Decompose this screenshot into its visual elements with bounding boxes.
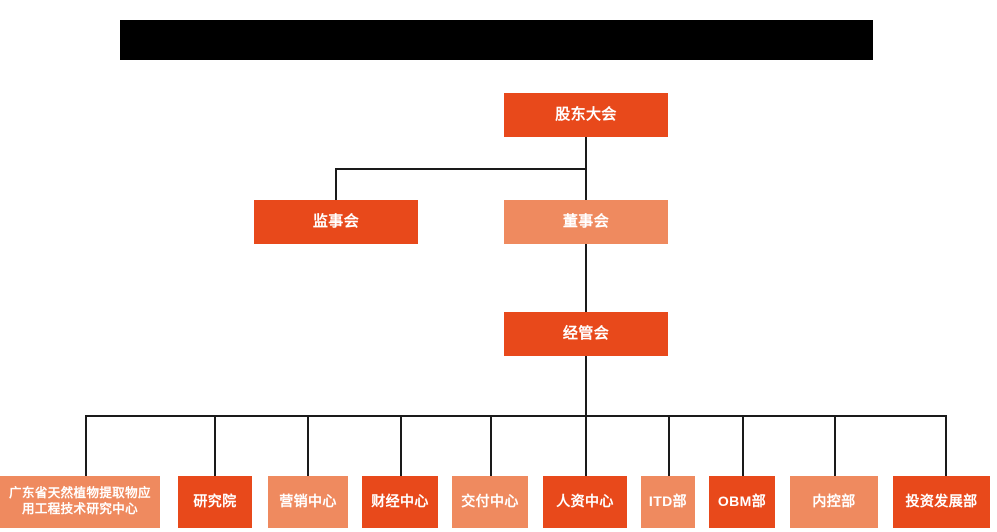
connector-drop-dept-8: [742, 415, 744, 476]
connector-drop-dept-7: [668, 415, 670, 476]
node-label: 董事会: [562, 212, 610, 230]
connector-bus-level2: [335, 168, 587, 170]
node-label: 人资中心: [556, 493, 614, 510]
connector-drop-directors-to-mgmt: [585, 244, 587, 312]
connector-drop-dept-4: [400, 415, 402, 476]
node-label: OBM部: [717, 493, 767, 510]
node-label: 监事会: [312, 212, 360, 230]
node-internal-control-department[interactable]: 内控部: [790, 476, 878, 528]
node-label: 内控部: [812, 493, 856, 510]
node-label: 经管会: [562, 324, 610, 342]
connector-drop-dept-5: [490, 415, 492, 476]
node-label: ITD部: [648, 493, 688, 510]
node-obm-department[interactable]: OBM部: [709, 476, 775, 528]
node-itd-department[interactable]: ITD部: [641, 476, 695, 528]
node-marketing-center[interactable]: 营销中心: [268, 476, 348, 528]
node-label: 营销中心: [279, 493, 337, 510]
node-label: 股东大会: [555, 105, 617, 123]
node-label: 交付中心: [461, 493, 519, 510]
connector-drop-mgmt-to-bus: [585, 356, 587, 416]
connector-drop-supervisors: [335, 168, 337, 200]
connector-drop-dept-9: [834, 415, 836, 476]
connector-bus-level4: [85, 415, 946, 417]
connector-drop-dept-3: [307, 415, 309, 476]
connector-drop-dept-1: [85, 415, 87, 476]
node-management-committee[interactable]: 经管会: [504, 312, 668, 356]
connector-drop-shareholders: [585, 137, 587, 170]
connector-drop-dept-10: [945, 415, 947, 476]
redacted-title-banner: [120, 20, 873, 60]
node-label: 投资发展部: [905, 493, 978, 510]
node-investment-development-department[interactable]: 投资发展部: [893, 476, 990, 528]
connector-drop-directors: [585, 168, 587, 200]
node-shareholders-meeting[interactable]: 股东大会: [504, 93, 668, 137]
node-finance-center[interactable]: 财经中心: [362, 476, 438, 528]
node-hr-center[interactable]: 人资中心: [543, 476, 627, 528]
node-label: 广东省天然植物提取物应 用工程技术研究中心: [9, 486, 151, 516]
node-guangdong-research-center[interactable]: 广东省天然植物提取物应 用工程技术研究中心: [0, 476, 160, 528]
connector-drop-dept-2: [214, 415, 216, 476]
node-research-institute[interactable]: 研究院: [178, 476, 252, 528]
node-delivery-center[interactable]: 交付中心: [452, 476, 528, 528]
node-label: 研究院: [193, 493, 237, 510]
node-board-of-supervisors[interactable]: 监事会: [254, 200, 418, 244]
node-board-of-directors[interactable]: 董事会: [504, 200, 668, 244]
connector-drop-dept-6: [585, 415, 587, 476]
node-label: 财经中心: [371, 493, 429, 510]
